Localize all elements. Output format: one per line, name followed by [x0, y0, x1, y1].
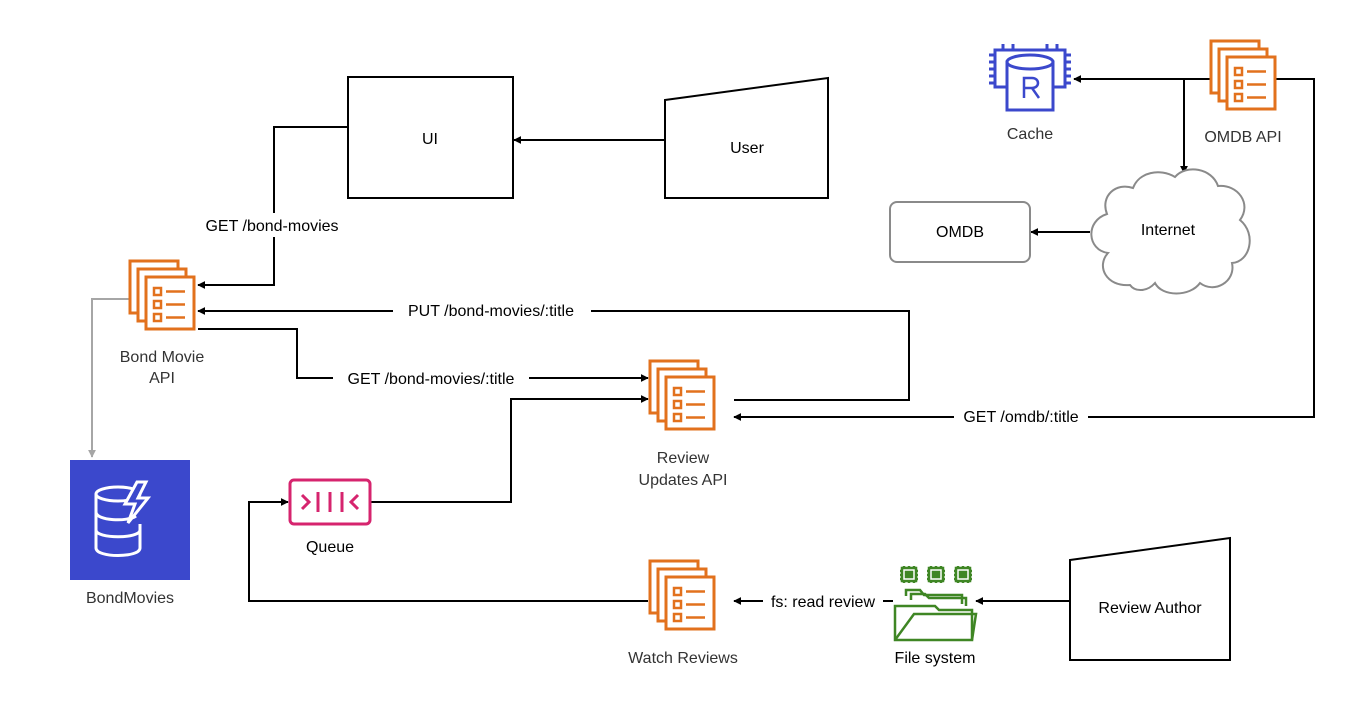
redis-cache-icon — [989, 44, 1071, 112]
edge-queue-to-review-updates — [370, 395, 649, 503]
bondmovies-db-node: BondMovies — [70, 460, 190, 607]
file-system-label: File system — [895, 650, 976, 667]
cache-label: Cache — [1007, 126, 1053, 143]
dynamodb-icon — [94, 480, 152, 557]
ui-label: UI — [422, 131, 438, 148]
omdb-label: OMDB — [936, 224, 984, 241]
bond-movie-api-node: Bond Movie API — [120, 259, 205, 387]
edge-file-system-to-watch-reviews: fs: read review — [733, 589, 893, 613]
edge-bond-movie-api-to-bondmovies-db — [88, 298, 130, 458]
edge-omdb-api-to-review-updates: GET /omdb/:title — [733, 78, 1315, 428]
cache-node: Cache — [989, 44, 1071, 143]
review-updates-api-node: Review Updates API — [639, 359, 728, 489]
internet-node: Internet — [1090, 168, 1251, 295]
edge-label-get-omdb-title: GET /omdb/:title — [963, 409, 1078, 426]
omdb-node: OMDB — [889, 201, 1031, 263]
queue-label: Queue — [306, 539, 354, 556]
edge-label-get-bond-movies-title: GET /bond-movies/:title — [348, 371, 515, 388]
edge-watch-reviews-to-queue — [248, 498, 648, 602]
edge-bond-movie-api-to-review-updates: GET /bond-movies/:title — [198, 328, 649, 390]
edge-label-get-bond-movies: GET /bond-movies — [205, 218, 338, 235]
sqs-queue-icon — [288, 478, 372, 526]
watch-reviews-node: Watch Reviews — [628, 559, 738, 667]
edge-label-put-bond-movies-title: PUT /bond-movies/:title — [408, 303, 574, 320]
review-updates-api-label-line2: Updates API — [639, 472, 728, 489]
bondmovies-db-label: BondMovies — [86, 590, 174, 607]
efs-file-system-icon — [893, 566, 978, 642]
lambda-functions-icon — [648, 559, 716, 631]
edge-ui-to-bond-movie-api: GET /bond-movies — [193, 126, 353, 289]
user-node: User — [664, 76, 829, 199]
lambda-functions-icon — [128, 259, 196, 331]
watch-reviews-label: Watch Reviews — [628, 650, 738, 667]
queue-node: Queue — [288, 478, 372, 556]
review-updates-api-label-line1: Review — [657, 450, 710, 467]
review-author-label: Review Author — [1098, 600, 1202, 617]
omdb-api-node: OMDB API — [1204, 39, 1282, 146]
internet-label: Internet — [1141, 222, 1196, 239]
lambda-functions-icon — [1209, 39, 1277, 111]
edge-review-updates-to-bond-movie-api: PUT /bond-movies/:title — [197, 298, 910, 401]
file-system-node: File system — [893, 566, 978, 667]
cloud-icon — [1090, 168, 1251, 295]
omdb-api-label: OMDB API — [1204, 129, 1281, 146]
bond-movie-api-label-line2: API — [149, 370, 175, 387]
review-author-node: Review Author — [1069, 536, 1231, 661]
lambda-functions-icon — [648, 359, 716, 431]
ui-node: UI — [347, 76, 514, 199]
bond-movie-api-label-line1: Bond Movie — [120, 349, 205, 366]
edge-label-fs-read-review: fs: read review — [771, 594, 875, 611]
user-label: User — [730, 140, 764, 157]
